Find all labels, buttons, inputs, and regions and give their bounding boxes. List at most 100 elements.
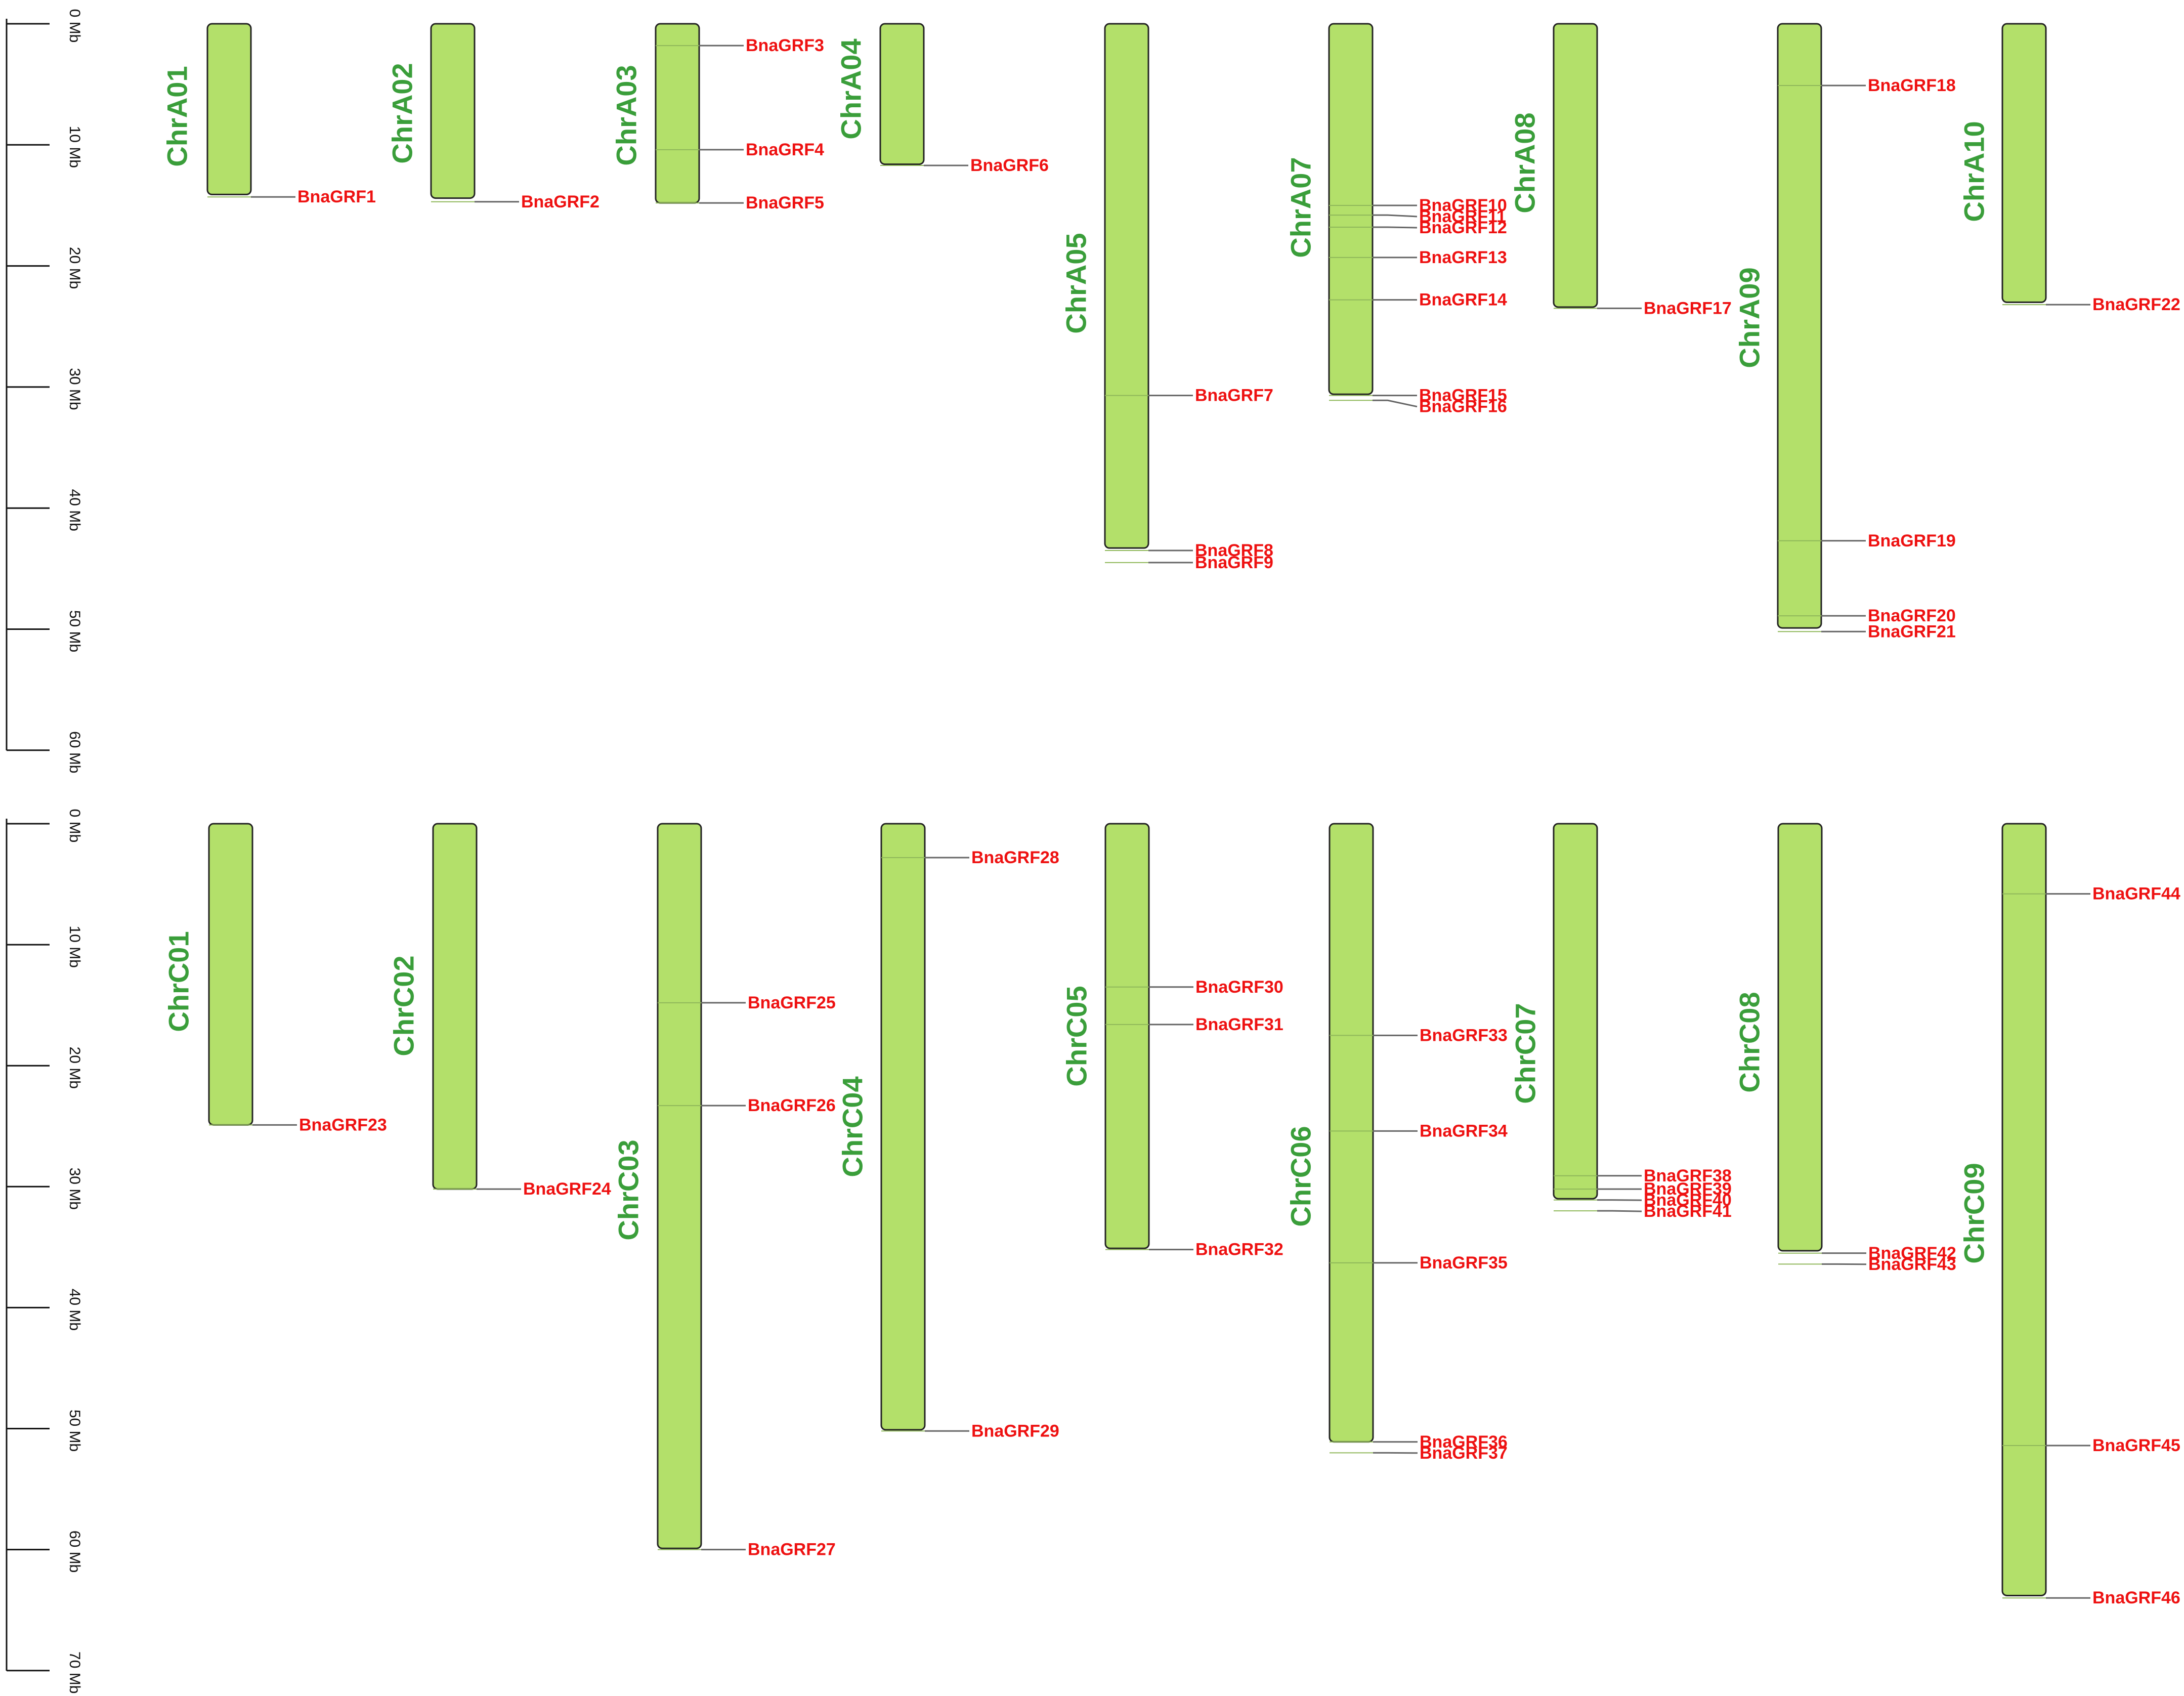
chromosome-bar bbox=[655, 23, 700, 204]
chromosome-label: ChrA09 bbox=[1734, 267, 1766, 368]
gene-label: BnaGRF5 bbox=[746, 193, 824, 213]
gene-label: BnaGRF26 bbox=[748, 1096, 836, 1115]
gene-label: BnaGRF44 bbox=[2092, 884, 2180, 904]
gene-label: BnaGRF38 bbox=[1644, 1166, 1732, 1185]
gene-label: BnaGRF30 bbox=[1195, 978, 1283, 997]
gene-label: BnaGRF7 bbox=[1195, 386, 1273, 405]
axis-tick-label: 30 Mb bbox=[66, 368, 83, 410]
gene-label: BnaGRF37 bbox=[1420, 1444, 1508, 1463]
chromosome-label: ChrC01 bbox=[163, 931, 195, 1032]
gene-label: BnaGRF34 bbox=[1420, 1121, 1508, 1140]
chromosome-bar bbox=[879, 23, 925, 165]
gene-label: BnaGRF19 bbox=[1868, 531, 1956, 550]
gene-label: BnaGRF17 bbox=[1644, 299, 1732, 318]
chromosome-label: ChrC03 bbox=[613, 1139, 645, 1240]
gene-label: BnaGRF20 bbox=[1868, 606, 1956, 625]
chromosome-label: ChrC07 bbox=[1510, 1003, 1541, 1104]
chromosome-bar bbox=[1104, 23, 1149, 549]
gene-label: BnaGRF6 bbox=[970, 156, 1049, 175]
gene-label: BnaGRF21 bbox=[1868, 622, 1956, 641]
chromosome-bar bbox=[2001, 823, 2047, 1596]
chromosome-label: ChrA05 bbox=[1060, 233, 1092, 333]
gene-label: BnaGRF2 bbox=[521, 192, 599, 211]
chromosome-bar bbox=[1104, 823, 1150, 1249]
gene-label: BnaGRF43 bbox=[1868, 1255, 1956, 1274]
chromosome-ChrC06: ChrC06 BnaGRF33BnaGRF34BnaGRF35BnaGRF36Bn… bbox=[1285, 823, 1508, 1463]
gene-label: BnaGRF25 bbox=[748, 993, 836, 1012]
chromosome-label: ChrA07 bbox=[1285, 157, 1317, 258]
axis-tick-label: 0 Mb bbox=[66, 9, 83, 43]
gene-label: BnaGRF1 bbox=[297, 187, 376, 206]
axis-tick-label: 10 Mb bbox=[66, 925, 83, 967]
chromosome-label: ChrC06 bbox=[1285, 1126, 1317, 1226]
gene-connector bbox=[1373, 399, 1418, 408]
gene-label: BnaGRF22 bbox=[2092, 295, 2180, 314]
gene-label: BnaGRF13 bbox=[1419, 248, 1507, 267]
chromosome-bar bbox=[208, 823, 253, 1126]
gene-label: BnaGRF23 bbox=[299, 1115, 387, 1134]
gene-connector bbox=[1373, 214, 1418, 218]
gene-label: BnaGRF27 bbox=[748, 1540, 836, 1559]
chromosome-label: ChrA10 bbox=[1958, 121, 1990, 222]
axis-tick-label: 50 Mb bbox=[66, 1410, 83, 1452]
gene-label: BnaGRF18 bbox=[1868, 76, 1956, 95]
chromosome-label: ChrC02 bbox=[388, 955, 420, 1056]
gene-label: BnaGRF24 bbox=[523, 1179, 611, 1199]
chromosome-bar bbox=[2001, 23, 2047, 303]
axis-tick-label: 0 Mb bbox=[66, 809, 83, 843]
chromosome-bar bbox=[1329, 823, 1374, 1443]
gene-label: BnaGRF15 bbox=[1419, 386, 1507, 405]
gene-label: BnaGRF10 bbox=[1419, 196, 1507, 215]
gene-label: BnaGRF16 bbox=[1419, 397, 1507, 416]
chromosome-label: ChrA01 bbox=[161, 66, 193, 166]
axis-tick-label: 40 Mb bbox=[66, 489, 83, 531]
chromosome-bar bbox=[1328, 23, 1374, 395]
gene-label: BnaGRF8 bbox=[1195, 541, 1273, 560]
gene-label: BnaGRF40 bbox=[1644, 1191, 1732, 1210]
chromosome-label: ChrA03 bbox=[611, 65, 643, 165]
chromosome-label: ChrC08 bbox=[1734, 992, 1766, 1092]
chromosome-bar bbox=[1553, 23, 1598, 308]
gene-label: BnaGRF42 bbox=[1868, 1244, 1956, 1263]
chromosome-bar bbox=[206, 23, 252, 195]
gene-label: BnaGRF3 bbox=[746, 36, 824, 55]
axis-tick-label: 30 Mb bbox=[66, 1168, 83, 1210]
chromosome-bar bbox=[657, 823, 702, 1549]
gene-label: BnaGRF36 bbox=[1420, 1432, 1508, 1452]
gene-label: BnaGRF33 bbox=[1420, 1026, 1508, 1045]
axis-tick-label: 20 Mb bbox=[66, 1047, 83, 1089]
gene-connector bbox=[1373, 226, 1418, 229]
axis-tick-label: 60 Mb bbox=[66, 1531, 83, 1573]
axis-tick-label: 40 Mb bbox=[66, 1289, 83, 1331]
chromosome-label: ChrC09 bbox=[1958, 1163, 1990, 1263]
gene-label: BnaGRF4 bbox=[746, 140, 824, 159]
chromosome-bar bbox=[880, 823, 926, 1431]
chromosome-label: ChrA04 bbox=[835, 38, 867, 139]
gene-label: BnaGRF35 bbox=[1420, 1253, 1508, 1273]
gene-label: BnaGRF45 bbox=[2092, 1436, 2180, 1455]
gene-label: BnaGRF41 bbox=[1644, 1202, 1732, 1221]
gene-label: BnaGRF28 bbox=[971, 848, 1059, 867]
gene-label: BnaGRF11 bbox=[1419, 207, 1506, 226]
axis-tick-label: 50 Mb bbox=[66, 610, 83, 652]
chromosome-bar bbox=[1777, 823, 1823, 1252]
chromosome-label: ChrC04 bbox=[837, 1076, 869, 1177]
axis-tick-label: 10 Mb bbox=[66, 126, 83, 168]
gene-label: BnaGRF29 bbox=[971, 1421, 1059, 1440]
chromosome-bar bbox=[1553, 823, 1598, 1200]
